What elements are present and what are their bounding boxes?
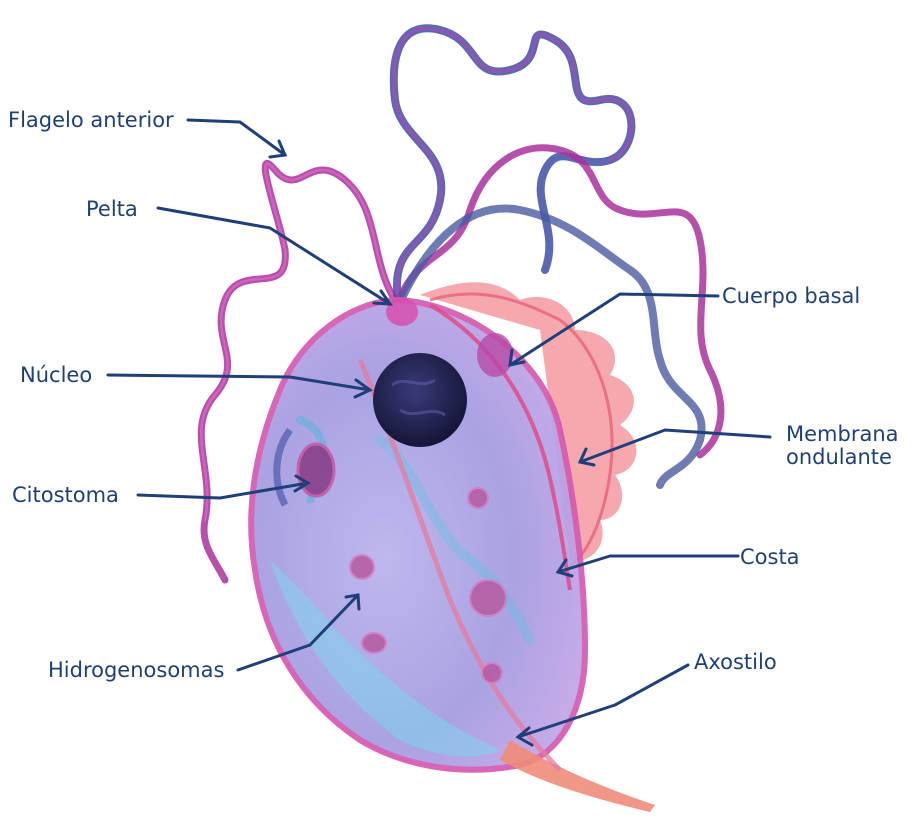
label-nucleo: Núcleo xyxy=(20,363,92,387)
label-pelta: Pelta xyxy=(86,197,138,221)
label-costa: Costa xyxy=(740,545,800,569)
cytostome xyxy=(298,444,334,496)
leader-pelta xyxy=(158,208,390,304)
label-axostilo: Axostilo xyxy=(694,650,777,674)
label-hidrogenosomas: Hidrogenosomas xyxy=(48,658,224,682)
leader-flagelo xyxy=(188,120,285,155)
label-membrana-ondulante: Membrana ondulante xyxy=(786,423,899,469)
basal-body xyxy=(477,333,513,377)
label-membrana-line2: ondulante xyxy=(786,446,899,469)
nucleus xyxy=(373,353,467,447)
axostyle-tail xyxy=(500,740,655,812)
label-citostoma: Citostoma xyxy=(12,483,119,507)
pelta xyxy=(386,298,418,326)
label-flagelo-anterior: Flagelo anterior xyxy=(8,108,174,132)
label-cuerpo-basal: Cuerpo basal xyxy=(722,284,860,308)
label-membrana-line1: Membrana xyxy=(786,423,899,446)
